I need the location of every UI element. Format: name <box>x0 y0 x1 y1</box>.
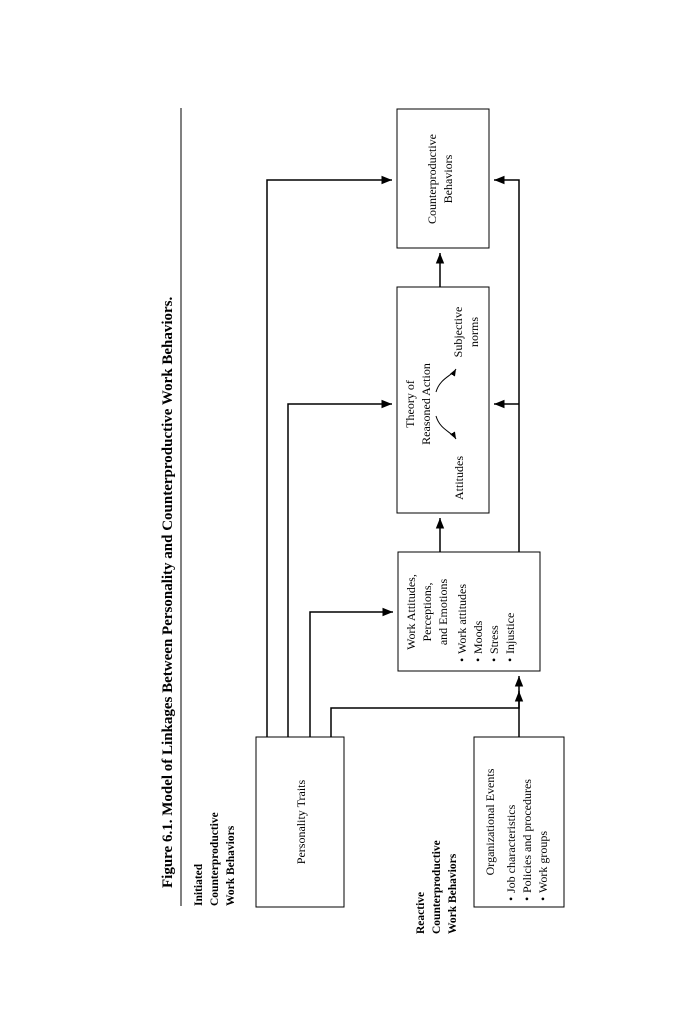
theory-reasoned-action-box <box>396 286 490 514</box>
initiated-header-line-3: Work Behaviors <box>225 825 237 906</box>
arrow-personality-to-org-events-path <box>330 691 524 737</box>
list-item-bullet: • <box>471 658 485 662</box>
work-attitudes-box <box>397 551 541 672</box>
list-item-bullet: • <box>503 658 517 662</box>
list-item: Policies and procedures <box>520 779 534 893</box>
reactive-header-line-2: Counterproductive <box>431 840 443 934</box>
list-item: Injustice <box>503 613 517 654</box>
list-item-bullet: • <box>487 658 501 662</box>
list-item-bullet: • <box>504 897 518 901</box>
curved-arrow-to-subjective-norms <box>435 368 457 393</box>
work-attitudes-list: • Work attitudes • Moods • Stress • Inju… <box>455 584 517 662</box>
work-attitudes-heading-line-1: Work Attitudes, <box>404 574 418 650</box>
initiated-header-line-1: Initiated <box>193 863 205 906</box>
attitudes-label: Attitudes <box>452 456 466 500</box>
subjective-norms-line-1: Subjective <box>451 307 465 358</box>
subjective-norms-line-2: norms <box>467 317 481 347</box>
initiated-header-line-2: Counterproductive <box>209 812 221 906</box>
list-item: Moods <box>471 620 485 654</box>
figure-title: Figure 6.1. Model of Linkages Between Pe… <box>160 297 176 888</box>
organizational-events-list: • Job characteristics • Policies and pro… <box>504 779 550 901</box>
list-item: Stress <box>487 625 501 654</box>
arrow-personality-to-theory <box>287 399 392 737</box>
work-attitudes-heading-line-2: Perceptions, <box>420 583 434 642</box>
counterproductive-behaviors-label: Counterproductive Behaviors <box>425 134 455 224</box>
theory-reasoned-action-heading: Theory of Reasoned Action <box>403 363 433 445</box>
curved-arrow-to-attitudes <box>435 415 457 440</box>
reactive-header: Reactive Counterproductive Work Behavior… <box>415 840 459 934</box>
work-attitudes-heading-line-3: and Emotions <box>436 579 450 646</box>
theory-heading-line-2: Reasoned Action <box>419 363 433 445</box>
arrow-personality-to-work-attitudes <box>309 607 393 737</box>
reactive-header-line-1: Reactive <box>415 892 427 934</box>
connectors <box>266 175 524 737</box>
arrow-work-attitudes-to-counterproductive <box>494 175 520 552</box>
list-item: Job characteristics <box>504 804 518 893</box>
personality-traits-box <box>255 736 345 908</box>
counterproductive-line-1: Counterproductive <box>425 134 439 224</box>
counterproductive-line-2: Behaviors <box>441 154 455 203</box>
personality-traits-label: Personality Traits <box>294 780 308 865</box>
organizational-events-heading: Organizational Events <box>483 768 497 875</box>
theory-heading-line-1: Theory of <box>403 380 417 428</box>
list-item-bullet: • <box>520 897 534 901</box>
list-item-bullet: • <box>536 897 550 901</box>
list-item-bullet: • <box>455 658 469 662</box>
arrow-personality-to-counterproductive <box>266 175 392 737</box>
counterproductive-behaviors-box <box>396 108 490 249</box>
initiated-header: Initiated Counterproductive Work Behavio… <box>193 812 237 906</box>
work-attitudes-heading: Work Attitudes, Perceptions, and Emotion… <box>404 574 450 650</box>
list-item: Work groups <box>536 831 550 893</box>
subjective-norms-label: Subjective norms <box>451 307 481 358</box>
reactive-header-line-3: Work Behaviors <box>447 853 459 934</box>
list-item: Work attitudes <box>455 584 469 654</box>
